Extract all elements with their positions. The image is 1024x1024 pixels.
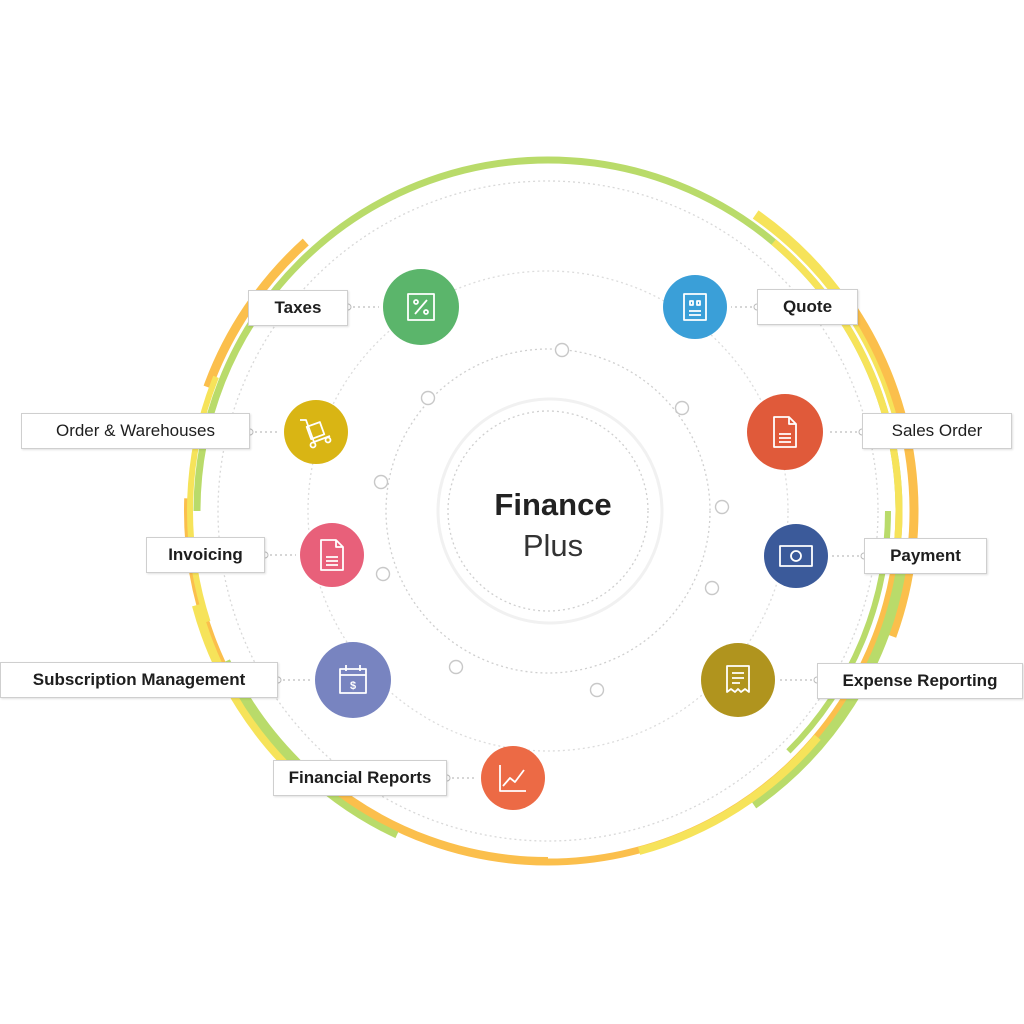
ring-arc-segment bbox=[750, 572, 906, 809]
icon-lines bbox=[732, 672, 744, 684]
icon-frame bbox=[407, 293, 435, 321]
icon-receipt bbox=[726, 665, 750, 693]
module-circle bbox=[315, 642, 391, 718]
orbit-node bbox=[674, 400, 690, 416]
label-invoicing[interactable]: Invoicing bbox=[146, 537, 265, 573]
label-subscription[interactable]: Subscription Management bbox=[0, 662, 278, 698]
ring-arc-segment bbox=[187, 375, 219, 623]
module-circle bbox=[481, 746, 545, 810]
icon-note bbox=[779, 545, 813, 567]
percent-icon bbox=[407, 293, 435, 321]
receipt-icon bbox=[726, 665, 750, 693]
module-circle bbox=[701, 643, 775, 717]
ring-arc-segment bbox=[638, 734, 821, 855]
orbit-node bbox=[448, 659, 464, 675]
orbit-node bbox=[714, 499, 730, 515]
icon-dollar: $ bbox=[350, 680, 356, 692]
icon-page bbox=[320, 539, 344, 571]
icon-page bbox=[773, 416, 797, 448]
dotted-ring bbox=[447, 410, 649, 612]
ring-arc-segment bbox=[844, 298, 919, 638]
line-chart-icon bbox=[499, 765, 526, 792]
orbit-node bbox=[373, 474, 389, 490]
module-circle bbox=[764, 524, 828, 588]
module-circle bbox=[663, 275, 727, 339]
module-circle bbox=[300, 523, 364, 587]
icon-frame bbox=[683, 293, 707, 321]
trolley-icon bbox=[300, 419, 332, 449]
ring-arc-segment bbox=[203, 238, 309, 389]
center-subtitle: Plus bbox=[522, 528, 584, 563]
icon-wheel bbox=[309, 441, 317, 449]
module-expense bbox=[701, 643, 775, 717]
icon-lines bbox=[779, 433, 791, 443]
label-taxes[interactable]: Taxes bbox=[248, 290, 348, 326]
orbit-node bbox=[704, 580, 720, 596]
dotted-ring bbox=[385, 348, 711, 674]
icon-lines bbox=[689, 300, 701, 316]
label-financial-reports[interactable]: Financial Reports bbox=[273, 760, 447, 796]
module-invoicing bbox=[300, 523, 364, 587]
invoice-icon bbox=[320, 539, 344, 571]
center-title: Finance bbox=[494, 487, 612, 522]
label-order-warehouses[interactable]: Order & Warehouses bbox=[21, 413, 250, 449]
banknote-icon bbox=[779, 545, 813, 567]
module-payment bbox=[764, 524, 828, 588]
icon-box bbox=[305, 421, 326, 440]
module-circle bbox=[747, 394, 823, 470]
dotted-ring bbox=[307, 270, 789, 752]
icon-coin bbox=[790, 550, 802, 562]
icon-dot bbox=[423, 309, 429, 315]
label-sales-order[interactable]: Sales Order bbox=[862, 413, 1012, 449]
icon-slash bbox=[414, 299, 428, 315]
icon-lines bbox=[326, 556, 338, 566]
module-financial-reports bbox=[481, 746, 545, 810]
ring-arc-segment bbox=[771, 239, 903, 573]
module-quote bbox=[663, 275, 727, 339]
dotted-ring bbox=[217, 180, 879, 842]
orbit-node bbox=[554, 342, 570, 358]
label-quote[interactable]: Quote bbox=[757, 289, 858, 325]
icon-rings bbox=[340, 665, 366, 676]
icon-calendar bbox=[339, 668, 367, 694]
icon-chart bbox=[499, 765, 526, 792]
module-order-warehouses bbox=[284, 400, 348, 464]
module-taxes bbox=[383, 269, 459, 345]
label-expense[interactable]: Expense Reporting bbox=[817, 663, 1023, 699]
document-icon bbox=[773, 416, 797, 448]
calendar-dollar-icon: $ bbox=[339, 665, 367, 694]
icon-wheel bbox=[324, 436, 332, 444]
module-subscription: $ bbox=[315, 642, 391, 718]
orbit-node bbox=[589, 682, 605, 698]
icon-handle bbox=[300, 419, 331, 443]
module-sales-order bbox=[747, 394, 823, 470]
icon-dot bbox=[413, 299, 419, 305]
orbit-node bbox=[375, 566, 391, 582]
orbit-node bbox=[420, 390, 436, 406]
center-glow-ring bbox=[436, 397, 664, 625]
label-payment[interactable]: Payment bbox=[864, 538, 987, 574]
ring-arc-segment bbox=[320, 776, 549, 865]
quote-document-icon bbox=[683, 293, 707, 321]
module-circle bbox=[284, 400, 348, 464]
